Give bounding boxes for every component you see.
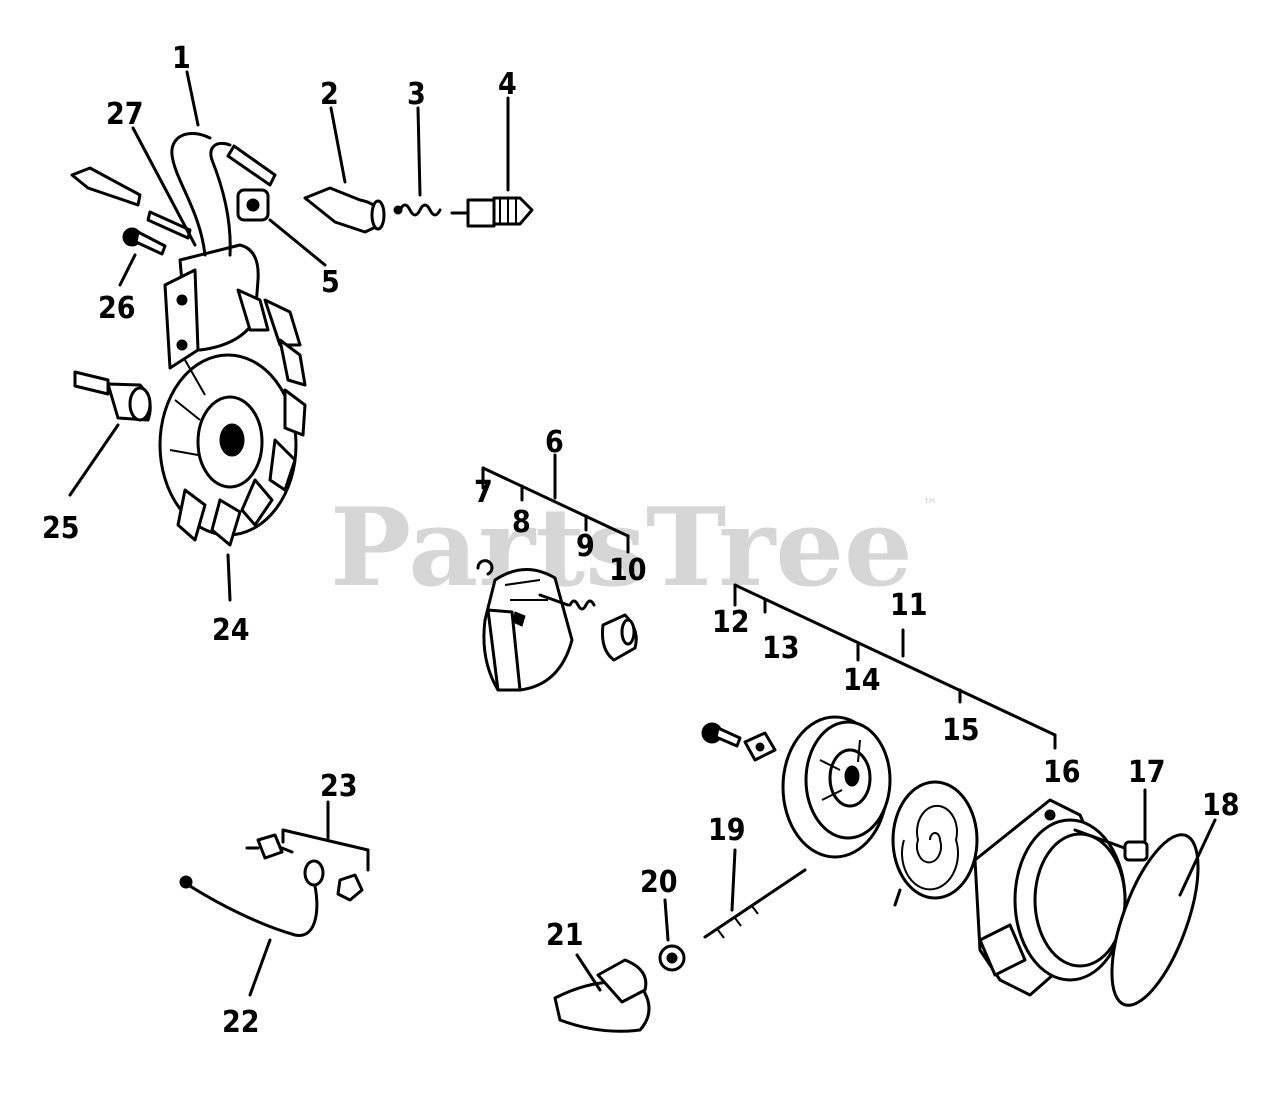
spark-plug-boot-clip-part[interactable] [236,188,270,222]
callout-10: 10 [609,553,647,588]
callout-4: 4 [498,67,517,102]
starter-case-part[interactable] [973,798,1127,997]
contact-spring-part[interactable] [393,203,442,217]
watermark-trademark: ™ [922,495,938,514]
clutch-spring-part[interactable] [538,593,596,611]
callout-5: 5 [321,265,340,300]
starter-handle-part[interactable] [553,958,651,1033]
callout-3: 3 [407,77,426,112]
starter-rope-part[interactable] [703,868,807,939]
callout-19: 19 [708,813,746,848]
coil-screw-part[interactable] [122,227,167,256]
watermark-logo: PartsTree [330,485,913,611]
stop-switch-part[interactable] [245,833,294,860]
starter-screw-part[interactable] [701,722,742,748]
starter-washer-part[interactable] [743,731,777,762]
clutch-assembly-lines [481,453,630,554]
callout-2: 2 [320,77,339,112]
ground-lead-part[interactable] [179,859,325,937]
callout-15: 15 [942,713,980,748]
callout-9: 9 [576,529,595,564]
callout-16: 16 [1043,755,1081,790]
clutch-shoe-part[interactable] [482,568,574,692]
o-ring-part[interactable] [1094,824,1216,1015]
callout-8: 8 [512,505,531,540]
callout-labels: 1 2 3 4 5 6 7 8 9 10 11 12 13 14 15 16 1… [42,41,1240,1040]
callout-21: 21 [546,918,584,953]
callout-14: 14 [843,663,881,698]
callout-12: 12 [712,605,750,640]
callout-7: 7 [474,475,493,510]
recoil-spring-part[interactable] [891,780,979,907]
stop-switch-nut-part[interactable] [336,873,364,902]
flywheel-part[interactable] [158,288,307,547]
spark-plug-part[interactable] [450,196,534,228]
rope-grip-retainer-part[interactable] [658,944,686,972]
callout-22: 22 [222,1005,260,1040]
callout-18: 18 [1202,788,1240,823]
callout-27: 27 [106,97,144,132]
clutch-e-ring-part[interactable] [476,559,494,576]
callout-23: 23 [320,769,358,804]
leader-lines [68,70,1217,997]
callout-25: 25 [42,511,80,546]
callout-20: 20 [640,865,678,900]
starter-assembly-lines [733,583,1057,750]
flywheel-nut-part[interactable] [73,370,152,422]
callout-26: 26 [98,291,136,326]
callout-1: 1 [172,41,191,76]
callout-6: 6 [545,425,564,460]
callout-11: 11 [890,588,928,623]
callout-24: 24 [212,613,250,648]
case-bolt-part[interactable] [1073,828,1149,862]
ignition-coil-part[interactable] [70,132,277,370]
callout-17: 17 [1128,755,1166,790]
clutch-bushing-part[interactable] [601,613,638,662]
rope-pulley-part[interactable] [781,715,892,859]
spark-plug-cap-part[interactable] [303,186,386,234]
callout-13: 13 [762,631,800,666]
stop-switch-bracket-lines [281,800,370,872]
